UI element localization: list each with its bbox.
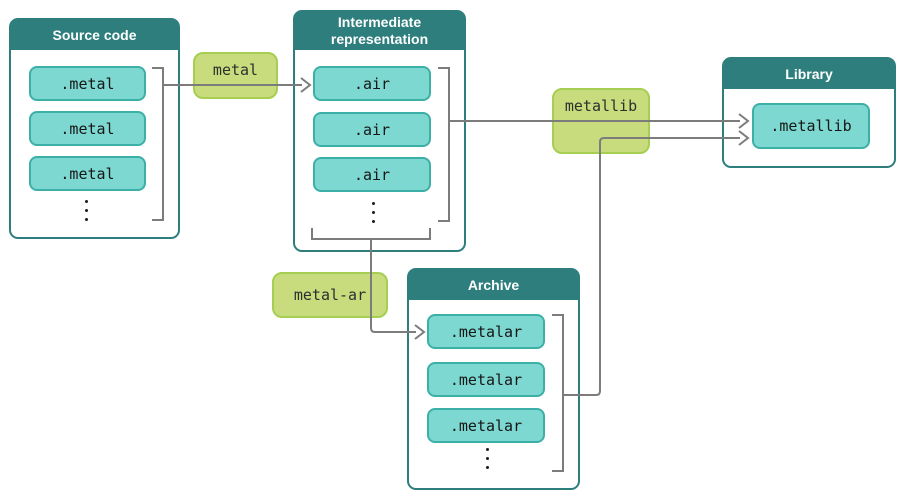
metal-compiler-tool: metal bbox=[193, 52, 278, 99]
source-code-box-title: Source code bbox=[11, 20, 178, 50]
metalar-file-item: .metalar bbox=[427, 314, 545, 349]
intermediate-representation-box-title: Intermediate representation bbox=[295, 12, 464, 50]
air-file-item: .air bbox=[313, 66, 431, 101]
air-file-item: .air bbox=[313, 112, 431, 147]
metal-file-item: .metal bbox=[29, 111, 146, 146]
source-code-box: Source code .metal .metal .metal bbox=[9, 18, 180, 239]
metal-file-item: .metal bbox=[29, 66, 146, 101]
library-box-title: Library bbox=[724, 59, 894, 89]
archive-box: Archive .metalar .metalar .metalar bbox=[407, 268, 580, 490]
vertical-ellipsis-icon bbox=[85, 200, 88, 221]
metal-ar-tool: metal-ar bbox=[272, 272, 388, 318]
vertical-ellipsis-icon bbox=[372, 202, 375, 223]
metalar-file-item: .metalar bbox=[427, 408, 545, 443]
metal-file-item: .metal bbox=[29, 156, 146, 191]
vertical-ellipsis-icon bbox=[486, 448, 489, 469]
arrow-archive-to-library-line bbox=[563, 137, 740, 396]
metallib-file-item: .metallib bbox=[752, 103, 870, 149]
archive-box-title: Archive bbox=[409, 270, 578, 300]
metallib-tool: metallib bbox=[552, 88, 650, 154]
library-box: Library .metallib bbox=[722, 57, 896, 168]
metalar-file-item: .metalar bbox=[427, 362, 545, 397]
intermediate-representation-box: Intermediate representation .air .air .a… bbox=[293, 10, 466, 252]
air-file-item: .air bbox=[313, 157, 431, 192]
